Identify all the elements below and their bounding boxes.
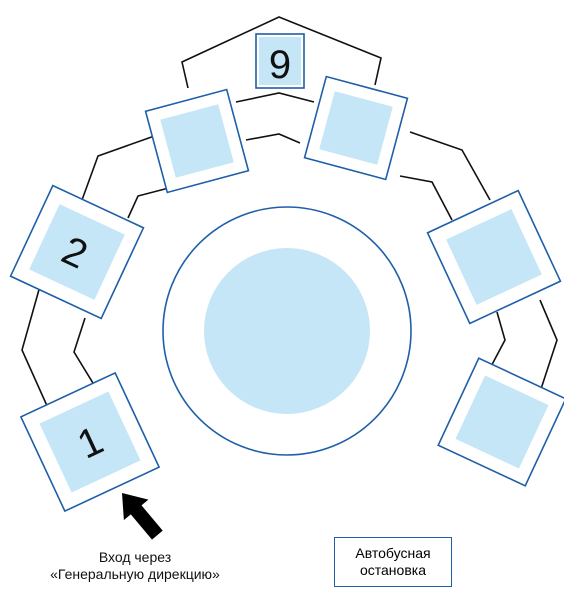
passage-left-inner-bottom xyxy=(73,317,97,389)
building-4[interactable] xyxy=(303,75,409,181)
central-core xyxy=(204,248,370,414)
passage-right-inner-top xyxy=(399,175,453,221)
entrance-caption-line2: «Генеральную дирекцию» xyxy=(50,566,220,582)
building-5[interactable] xyxy=(426,189,562,325)
building-3[interactable] xyxy=(144,88,250,194)
passage-top-left-inner xyxy=(245,133,301,144)
passage-right-outer-bottom xyxy=(539,299,558,393)
passage-left-outer-top xyxy=(81,133,161,201)
building-2[interactable] xyxy=(9,184,145,320)
bus-stop-box: Автобусная остановка xyxy=(334,537,452,587)
entrance-caption: Вход через «Генеральную дирекцию» xyxy=(30,549,240,583)
passage-left-outer-bottom xyxy=(21,285,49,409)
passages xyxy=(21,16,558,409)
passage-top-inner xyxy=(235,92,315,103)
building-1[interactable] xyxy=(19,371,161,513)
entrance-arrow-icon xyxy=(122,493,163,540)
building-6[interactable] xyxy=(437,357,564,487)
passage-right-inner-bottom xyxy=(486,311,506,375)
bus-stop-line2: остановка xyxy=(359,562,426,578)
passage-right-outer-top xyxy=(409,131,491,201)
building-9-label: 9 xyxy=(269,43,291,87)
entrance-caption-line1: Вход через xyxy=(98,549,172,565)
bus-stop-line1: Автобусная xyxy=(355,545,431,561)
passage-top-arch xyxy=(181,16,382,89)
building-9[interactable]: 9 xyxy=(255,33,305,89)
